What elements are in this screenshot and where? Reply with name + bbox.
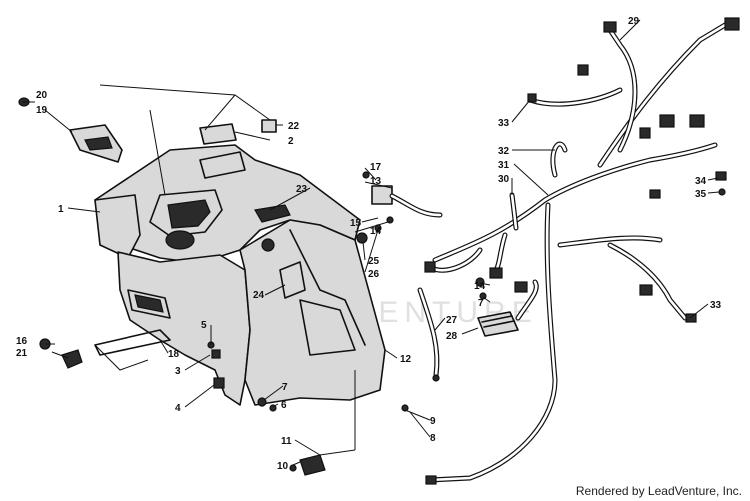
callout-2: 2 bbox=[288, 136, 294, 147]
callout-25: 25 bbox=[368, 256, 380, 267]
callout-14: 14 bbox=[370, 226, 382, 237]
callout-16: 16 bbox=[16, 336, 28, 347]
clip-22 bbox=[261, 119, 277, 133]
callout-22: 22 bbox=[288, 121, 300, 132]
callout-33-lower: 33 bbox=[710, 300, 722, 311]
callout-5: 5 bbox=[201, 320, 207, 331]
callout-19: 19 bbox=[36, 105, 48, 116]
callout-33-upper: 33 bbox=[498, 118, 510, 129]
callout-35: 35 bbox=[695, 189, 707, 200]
callout-14-right: 14 bbox=[474, 281, 486, 292]
connector-34-35 bbox=[715, 171, 727, 196]
switch-21 bbox=[39, 338, 83, 369]
callout-17: 17 bbox=[370, 162, 382, 173]
callout-13: 13 bbox=[370, 176, 382, 187]
callout-1: 1 bbox=[58, 204, 64, 215]
plate-2 bbox=[199, 123, 237, 145]
callout-labels: 1 2 3 4 5 6 7 8 9 10 11 12 13 14 15 16 1… bbox=[16, 16, 722, 472]
relay-13 bbox=[356, 171, 394, 244]
callout-30: 30 bbox=[498, 174, 510, 185]
fastener-8-9 bbox=[401, 404, 409, 412]
callout-10: 10 bbox=[277, 461, 289, 472]
callout-27: 27 bbox=[446, 315, 458, 326]
callout-29: 29 bbox=[628, 16, 640, 27]
callout-9: 9 bbox=[430, 416, 436, 427]
strap-10-11 bbox=[289, 454, 326, 476]
callout-12: 12 bbox=[400, 354, 412, 365]
callout-23: 23 bbox=[296, 184, 308, 195]
callout-26: 26 bbox=[368, 269, 380, 280]
lens-18 bbox=[94, 329, 171, 356]
wire-harness bbox=[389, 17, 740, 485]
callout-24: 24 bbox=[253, 290, 265, 301]
callout-34: 34 bbox=[695, 176, 707, 187]
callout-7: 7 bbox=[282, 382, 288, 393]
bracket-19 bbox=[69, 124, 123, 163]
callout-20: 20 bbox=[36, 90, 48, 101]
callout-7-right: 7 bbox=[478, 298, 484, 309]
callout-15: 15 bbox=[350, 218, 362, 229]
callout-18: 18 bbox=[168, 349, 180, 360]
callout-3: 3 bbox=[175, 366, 181, 377]
callout-32: 32 bbox=[498, 146, 510, 157]
regulator-28 bbox=[475, 277, 519, 337]
callout-28: 28 bbox=[446, 331, 458, 342]
leader-lines bbox=[22, 19, 720, 466]
callout-6: 6 bbox=[281, 400, 287, 411]
callout-11: 11 bbox=[281, 436, 292, 447]
callout-31: 31 bbox=[498, 160, 510, 171]
callout-21: 21 bbox=[16, 348, 28, 359]
callout-8: 8 bbox=[430, 433, 436, 444]
footer-credit: Rendered by LeadVenture, Inc. bbox=[575, 484, 742, 498]
callout-4: 4 bbox=[175, 403, 181, 414]
dash-panel bbox=[94, 144, 386, 406]
